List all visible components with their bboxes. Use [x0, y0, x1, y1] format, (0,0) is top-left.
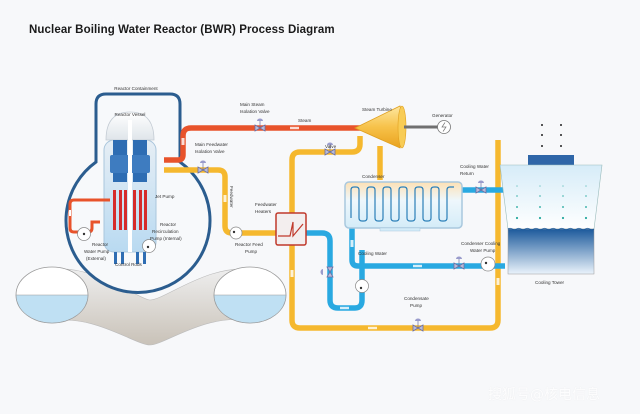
cooling-water-supply — [349, 228, 505, 269]
label-feedwater: Feedwater — [229, 186, 234, 208]
label-ccwp-1: Condenser Cooling — [461, 241, 501, 246]
condenser — [344, 181, 463, 232]
recirculation-pump-icon — [142, 239, 156, 253]
feedwater-heater — [275, 212, 307, 246]
suppression-pool — [15, 266, 287, 346]
label-reactor-containment: Reactor Containment — [114, 86, 158, 91]
fuel-core — [113, 190, 147, 230]
label-msiv-2: Isolation Valve — [240, 109, 270, 114]
spray-dots — [515, 185, 588, 220]
cooling-water-return-valve-icon[interactable] — [475, 180, 487, 194]
label-cwr-2: Return — [460, 171, 474, 176]
cooling-water-loop — [305, 230, 365, 311]
label-ccwp-2: Water Pump — [470, 248, 496, 253]
label-valve: Valve — [325, 144, 337, 149]
main-feedwater-isolation-valve-icon[interactable] — [197, 160, 209, 174]
reactor-vessel — [103, 111, 157, 264]
label-cp-1: Condensate — [404, 296, 429, 301]
label-fwh-2: Heaters — [255, 209, 272, 214]
label-mfiv-2: Isolation Valve — [195, 149, 225, 154]
label-cwr-1: Cooling Water — [460, 164, 489, 169]
steam-line — [164, 125, 370, 163]
cooling-loop-valve-icon[interactable] — [320, 266, 334, 278]
label-cp-2: Pump — [410, 303, 422, 308]
condenser-cooling-water-pump-icon[interactable] — [480, 256, 496, 272]
steam-turbine — [354, 105, 440, 149]
label-jet-pump: Jet Pump — [155, 194, 175, 199]
label-generator: Generator — [432, 113, 453, 118]
recirculation-loop — [68, 198, 110, 234]
diagram-title: Nuclear Boiling Water Reactor (BWR) Proc… — [29, 24, 335, 36]
reactor-water-pump-icon — [77, 227, 91, 241]
label-msiv-1: Main Steam — [240, 102, 265, 107]
control-rods — [114, 252, 146, 264]
label-control-rods: Control Rods — [115, 262, 143, 267]
turbine-bypass-valve-icon[interactable] — [324, 142, 336, 156]
reactor-feed-pump-icon[interactable] — [229, 226, 243, 240]
label-mfiv-1: Main Feedwater — [195, 142, 228, 147]
label-rfp-1: Reactor Feed — [235, 242, 263, 247]
label-condenser: Condenser — [362, 174, 385, 179]
label-rwp-1: Reactor — [92, 242, 109, 247]
condensate-pump-icon[interactable] — [355, 279, 369, 293]
label-rwp-3: (External) — [86, 256, 106, 261]
label-cooling-water: Cooling Water — [358, 251, 387, 256]
condenser-cooling-valve-icon[interactable] — [453, 256, 465, 270]
generator-icon — [437, 120, 451, 134]
label-fwh-1: Feedwater — [255, 202, 277, 207]
label-recirc-3: Pump (Internal) — [150, 236, 182, 241]
label-recirc-2: Recirculation — [152, 229, 179, 234]
label-steam: Steam — [298, 118, 311, 123]
condensate-valve-icon[interactable] — [412, 318, 424, 332]
label-steam-turbine: Steam Turbine — [362, 107, 392, 112]
cooling-tower — [499, 124, 603, 275]
vapor-dots — [541, 124, 562, 147]
label-reactor-vessel: Reactor Vessel — [115, 112, 146, 117]
label-recirc-1: Reactor — [160, 222, 177, 227]
label-cooling-tower: Cooling Tower — [535, 280, 564, 285]
label-rwp-2: Water Pump — [84, 249, 110, 254]
label-rfp-2: Pump — [245, 249, 257, 254]
main-steam-isolation-valve-icon[interactable] — [254, 118, 266, 132]
watermark: 搜狐号@核电信息 — [488, 387, 600, 403]
